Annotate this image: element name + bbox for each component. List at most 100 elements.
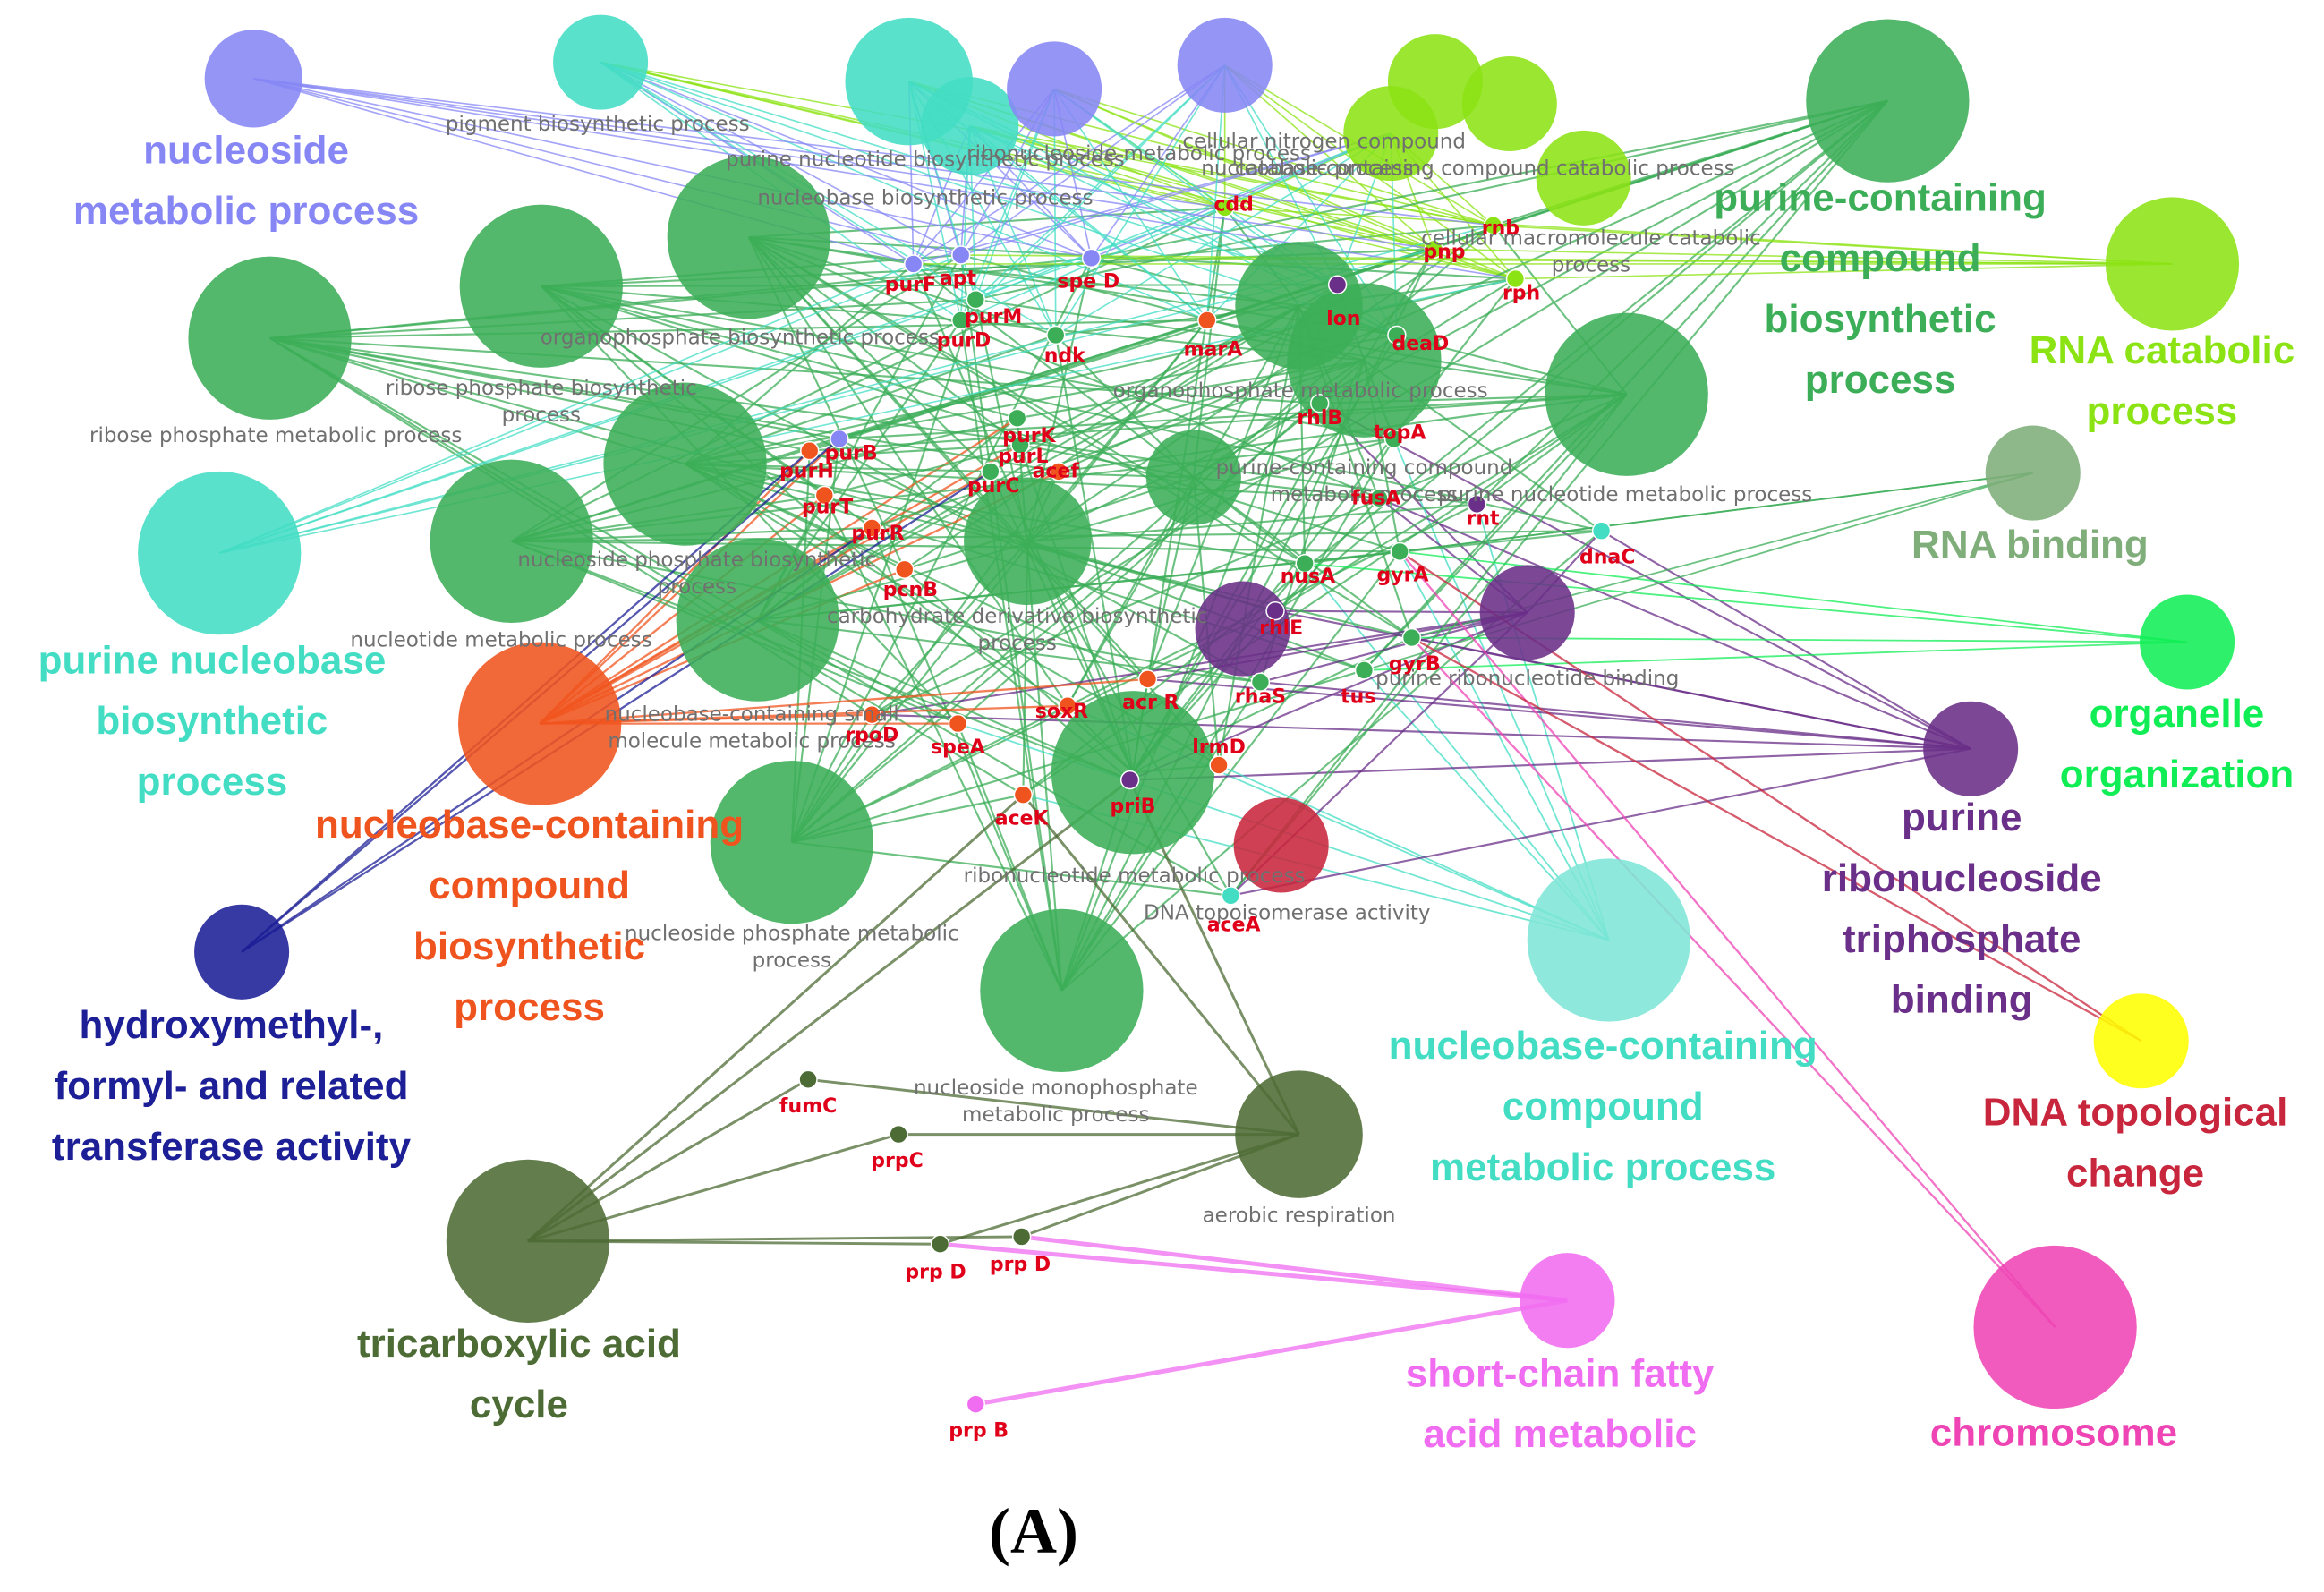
network-edge	[1410, 636, 2056, 1328]
gene-node	[862, 518, 882, 538]
gene-node	[1265, 600, 1285, 621]
term-node	[1007, 41, 1102, 137]
network-edge	[600, 61, 1494, 226]
gene-node	[1467, 494, 1487, 515]
gene-label: priB	[1110, 796, 1155, 818]
network-edge	[960, 64, 1226, 321]
network-edge	[541, 285, 1400, 553]
panel-label: (A)	[989, 1495, 1078, 1567]
minor-term-label: nucleobase biosynthetic process	[757, 187, 1093, 210]
term-node	[920, 77, 1019, 175]
term-node-dna_topo	[2093, 993, 2189, 1089]
term-node-short_chain	[1520, 1253, 1615, 1349]
term-node	[1343, 86, 1439, 182]
network-edge	[791, 609, 1276, 844]
network-edge	[1476, 99, 1889, 506]
network-edge	[1055, 132, 1392, 336]
gene-label: apt	[940, 268, 977, 290]
gene-node	[1369, 489, 1389, 508]
term-node	[1479, 565, 1575, 660]
term-node	[1145, 430, 1241, 525]
network-edge	[1230, 99, 1889, 897]
network-edge	[685, 463, 1148, 680]
term-node	[1233, 797, 1329, 893]
network-edge	[1410, 636, 2142, 1043]
gene-label: rhlB	[1297, 407, 1342, 430]
gene-node	[1354, 660, 1375, 680]
term-label-chromosome: chromosome	[1930, 1411, 2177, 1455]
network-edge	[600, 61, 1516, 280]
gene-node	[895, 559, 915, 579]
network-edge	[975, 1298, 1568, 1407]
network-edge	[1021, 1234, 1568, 1303]
network-edge	[600, 61, 1092, 260]
node-layer	[138, 14, 2240, 1414]
network-edge	[269, 298, 976, 339]
gene-node	[1591, 521, 1612, 541]
network-edge	[253, 78, 1434, 251]
network-edge	[1129, 747, 1971, 781]
gene-label: purB	[825, 443, 878, 465]
network-edge	[1392, 438, 1610, 941]
gene-node	[966, 1394, 985, 1414]
network-edge	[940, 1241, 1568, 1303]
term-node-purine_nucleobase	[138, 471, 302, 635]
gene-label: rpoD	[845, 725, 898, 747]
gene-node	[951, 245, 971, 265]
network-edge	[1434, 248, 2173, 265]
network-edge	[541, 285, 1394, 440]
network-edge	[1132, 277, 1517, 773]
gene-node	[800, 441, 820, 461]
gene-node	[948, 713, 968, 734]
network-edge	[969, 125, 1494, 226]
gene-node	[930, 1234, 950, 1254]
gene-node	[830, 429, 849, 449]
network-edge	[975, 99, 1888, 301]
network-edge	[871, 359, 1365, 529]
minor-term-label: purine nucleotide biosynthetic process	[726, 149, 1125, 172]
gene-node	[981, 462, 1000, 481]
gene-label: topA	[1374, 421, 1426, 444]
gene-label: gyrB	[1389, 653, 1441, 676]
network-edge	[253, 77, 1225, 209]
gene-label: cdd	[1213, 193, 1254, 216]
network-edge	[1493, 225, 2173, 265]
gene-label: deaD	[1392, 333, 1450, 355]
minor-term-label: nucleobase-containing compound catabolic…	[1201, 157, 1734, 181]
network-edge	[526, 794, 1025, 1243]
gene-node	[951, 311, 971, 330]
network-edge	[1022, 794, 1300, 1136]
gene-node	[1250, 672, 1271, 692]
gene-node	[1424, 239, 1444, 260]
gene-node	[798, 1069, 818, 1089]
gene-label: fusA	[1351, 487, 1400, 509]
gene-label: purL	[998, 446, 1048, 468]
network-edge	[1058, 99, 1888, 472]
gene-label: tus	[1341, 685, 1375, 708]
network-edge	[541, 285, 1131, 781]
gene-label: nusA	[1281, 566, 1335, 588]
term-node-purine_ribo	[1923, 701, 2019, 796]
gene-label: purC	[967, 475, 1019, 498]
gene-label: rnt	[1466, 508, 1500, 531]
term-node	[188, 256, 352, 420]
gene-node	[1383, 429, 1404, 449]
gene-node	[1081, 248, 1102, 268]
gene-node	[1483, 216, 1503, 235]
minor-term-label: organophosphate biosynthetic process	[541, 326, 940, 349]
gene-label: aceK	[995, 807, 1050, 830]
term-node-tca	[446, 1159, 610, 1324]
gene-node	[1327, 275, 1348, 294]
minor-term-label: nucleotide metabolic process	[350, 628, 651, 651]
network-edge	[1364, 472, 2034, 671]
gene-node	[1011, 1227, 1032, 1247]
